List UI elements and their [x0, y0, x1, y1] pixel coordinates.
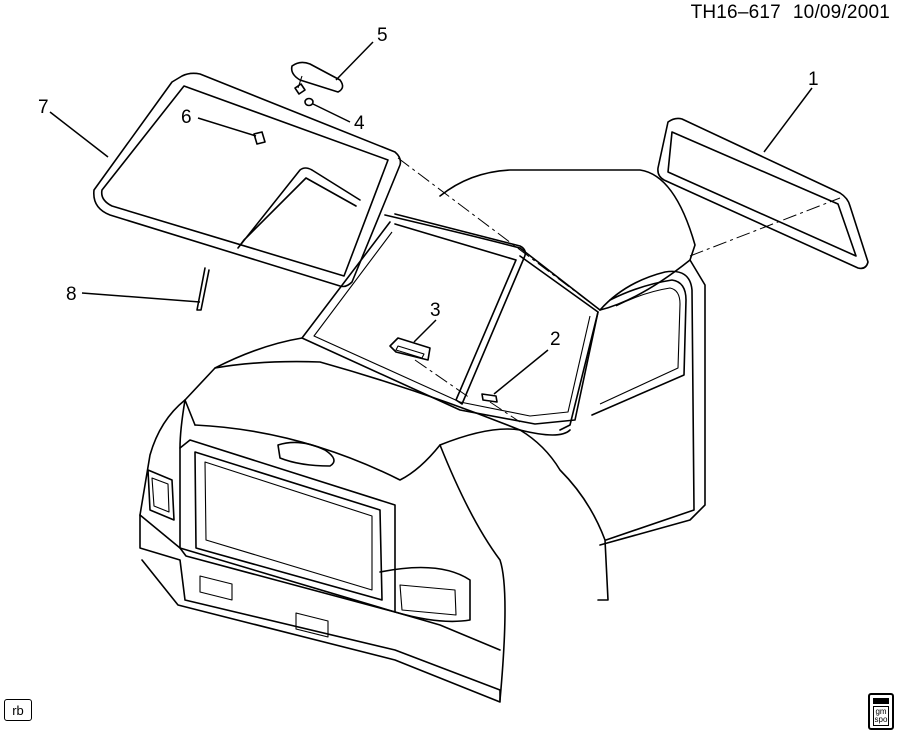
- headlight-right-lens: [399, 584, 457, 616]
- headlight-right: [379, 566, 471, 623]
- cab-door: [599, 270, 695, 541]
- sensor-body: [253, 131, 266, 145]
- part-3-module: [389, 337, 431, 361]
- logo-inner: gm spo: [873, 706, 889, 726]
- a-pillar: [559, 311, 599, 431]
- a-pillar-molding-strip: [394, 213, 527, 405]
- leader-6: [197, 117, 257, 137]
- callout-8: 8: [66, 284, 77, 305]
- drawing-header: TH16–617 10/09/2001: [691, 2, 890, 24]
- leader-2: [493, 349, 549, 395]
- leader-1: [763, 87, 813, 153]
- door-window-inner: [599, 287, 681, 405]
- assembly-lines: [397, 157, 841, 423]
- back-glass-outer: [657, 117, 869, 270]
- fog-lamp-right: [295, 612, 329, 638]
- windshield-opening: [301, 221, 599, 425]
- callout-4: 4: [354, 113, 365, 134]
- assembly-line-clip: [489, 401, 521, 423]
- callout-labels: 1 2 3 4 5 6 7 8: [38, 25, 819, 350]
- assembly-line-backglass: [689, 197, 841, 257]
- gm-spo-logo: gm spo: [868, 693, 894, 730]
- artist-initials-box: rb: [4, 699, 32, 721]
- windshield-glass-outer: [93, 72, 402, 288]
- back-glass-inner: [667, 131, 857, 257]
- leader-7: [49, 111, 109, 158]
- cab-rear-wall: [599, 259, 706, 546]
- windshield-opening-inner: [313, 231, 591, 417]
- drawing-id: TH16–617: [690, 2, 781, 23]
- part-8-windshield-molding: [196, 167, 361, 311]
- bracket: [294, 83, 306, 95]
- callout-3: 3: [430, 300, 441, 321]
- fog-lamp-left: [199, 575, 233, 601]
- assembly-line-windshield-roof: [397, 157, 601, 311]
- windshield-glass-inner: [100, 85, 389, 277]
- bumper: [139, 514, 501, 703]
- leader-4: [312, 103, 351, 123]
- module-face: [395, 345, 425, 359]
- logo-text-gm: gm: [875, 707, 887, 716]
- grille-outer: [194, 451, 383, 601]
- part-5-inside-mirror: [290, 61, 344, 93]
- callout-2: 2: [550, 329, 561, 350]
- assembly-line-module: [414, 359, 471, 399]
- callout-7: 7: [38, 97, 49, 118]
- bracket-button: [304, 97, 314, 107]
- artist-initials: rb: [12, 702, 24, 718]
- hood-front-edge: [194, 424, 521, 481]
- headlight-left: [147, 469, 175, 521]
- left-fender: [139, 399, 186, 516]
- truck-cab: [139, 169, 706, 703]
- cowl: [184, 337, 303, 401]
- bumper-upper: [139, 514, 501, 651]
- grille-surround: [179, 439, 396, 613]
- callout-6: 6: [181, 107, 192, 128]
- door-window: [591, 279, 687, 416]
- module-body: [389, 337, 431, 361]
- logo-text-spo: spo: [874, 715, 888, 724]
- headlight-left-lens: [151, 477, 170, 513]
- part-4-mirror-support: [294, 83, 314, 107]
- callout-5: 5: [377, 25, 388, 46]
- cab-roof: [439, 169, 696, 311]
- logo-top-bar: [873, 698, 889, 704]
- fender-lower: [439, 444, 506, 701]
- callout-1: 1: [808, 69, 819, 90]
- leader-8: [81, 292, 201, 303]
- cab-roof-front: [384, 214, 601, 311]
- a-pillar-molding: [394, 213, 527, 405]
- hood-scoop: [277, 441, 335, 467]
- part-7-windshield: [93, 72, 402, 288]
- clip-body: [481, 393, 498, 403]
- drawing-date: 10/09/2001: [792, 2, 890, 23]
- grille-inner: [204, 461, 373, 591]
- part-1-back-glass: [657, 117, 869, 270]
- leader-lines: [49, 41, 813, 395]
- fender: [519, 429, 609, 601]
- part-2-clip: [481, 393, 498, 403]
- leader-5: [335, 41, 374, 81]
- molding-lower: [196, 267, 210, 311]
- mirror-head: [290, 61, 344, 93]
- leader-3: [413, 319, 437, 343]
- hood-top: [214, 360, 571, 436]
- part-6-sensor: [253, 131, 266, 145]
- molding-strip: [237, 167, 361, 249]
